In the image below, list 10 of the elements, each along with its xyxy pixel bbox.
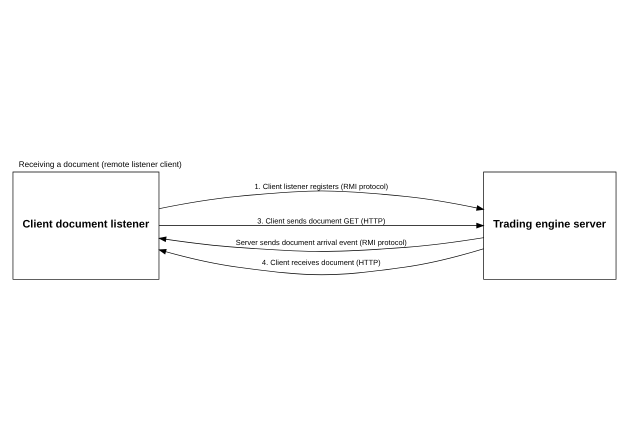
arrow <box>158 248 484 275</box>
edge-label: 4. Client receives document (HTTP) <box>262 257 381 266</box>
node-box: Client document listener <box>12 171 160 280</box>
edge-label: 1. Client listener registers (RMI protocol) <box>254 181 388 190</box>
edge-label: 3. Client sends document GET (HTTP) <box>257 216 386 225</box>
arrow <box>158 190 485 210</box>
edge-label: Server sends document arrival event (RMI protocol) <box>236 238 407 247</box>
node-box: Trading engine server <box>483 171 616 280</box>
arrow <box>158 222 484 228</box>
arrow <box>158 236 484 252</box>
